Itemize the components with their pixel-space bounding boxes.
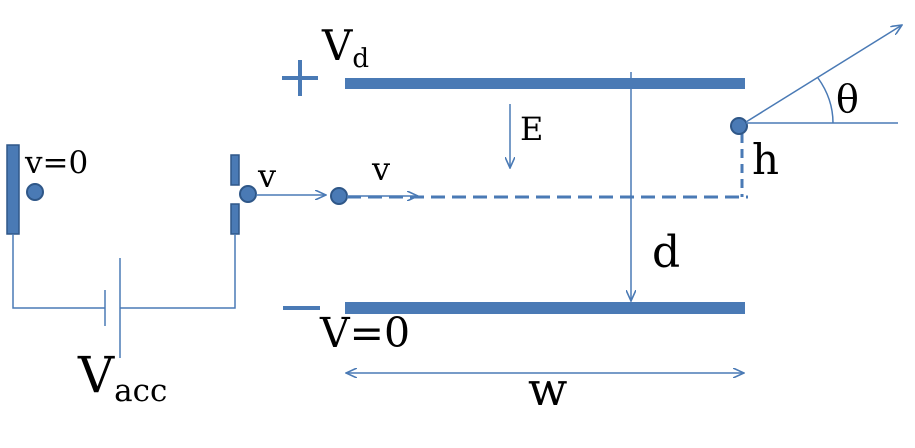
exit-velocity-arrow <box>745 25 902 123</box>
width-w-label: w <box>528 362 568 416</box>
start-velocity-label: v=0 <box>25 145 89 181</box>
theta-angle-arc <box>817 77 834 124</box>
aperture-velocity-label: v <box>258 157 277 195</box>
bottom-voltage-label: V=0 <box>320 309 411 357</box>
vd-subscript: d <box>352 44 370 75</box>
vacc-subscript: acc <box>114 372 168 409</box>
separation-d-label: d <box>652 227 681 278</box>
e-field-label: E <box>520 110 544 148</box>
top-deflection-plate <box>345 78 745 89</box>
aperture-plate-top <box>230 154 240 186</box>
h-offset-label: h <box>752 135 780 184</box>
particle-exiting <box>730 117 748 135</box>
beam-velocity-label: v <box>372 150 391 188</box>
particle-at-rest <box>26 183 44 201</box>
accelerating-plate <box>6 144 20 235</box>
vd-label: Vd <box>322 21 370 75</box>
circuit-wire-left <box>12 234 105 309</box>
particle-entering <box>330 187 348 205</box>
theta-label: θ <box>836 77 859 121</box>
aperture-plate-bottom <box>230 203 240 235</box>
vacc-label: Vacc <box>78 346 168 409</box>
particle-at-aperture <box>239 185 257 203</box>
circuit-wire-right <box>120 234 236 309</box>
bottom-deflection-plate <box>345 302 745 314</box>
